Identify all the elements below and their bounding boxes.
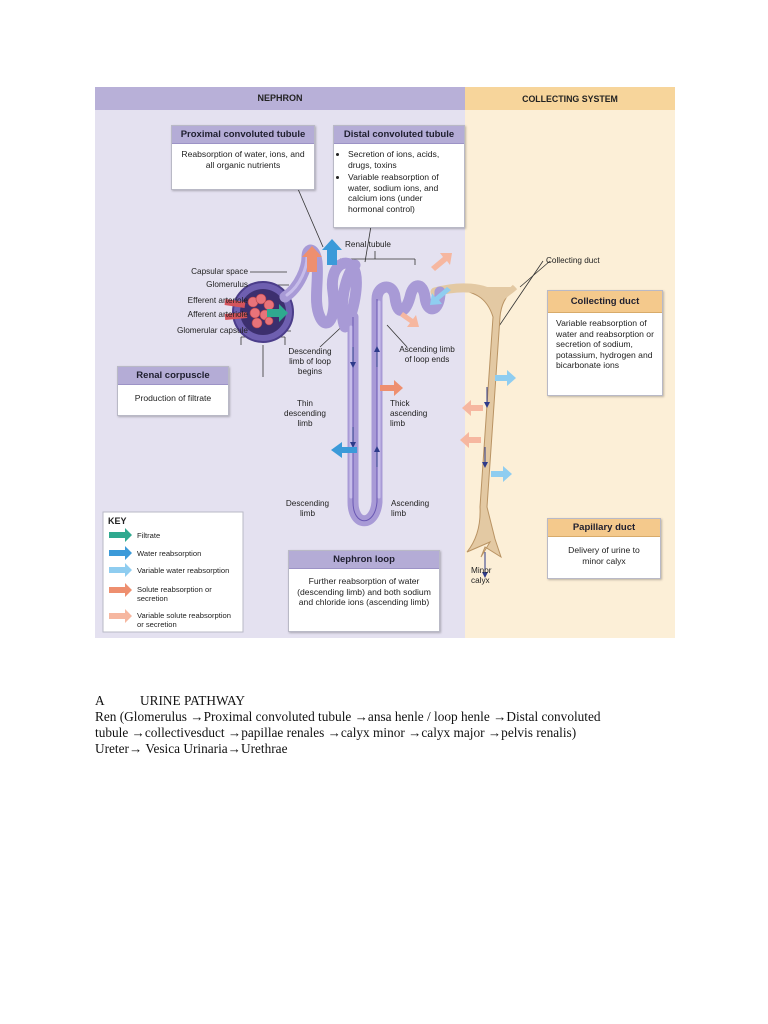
flow-arrows bbox=[350, 346, 380, 467]
caption-letter: A bbox=[95, 693, 105, 708]
descending-limb-begins-label: Descending limb of loop begins bbox=[288, 347, 332, 376]
ascending-limb-label: Ascending limb bbox=[391, 499, 430, 518]
solute-arrow-icon bbox=[380, 380, 403, 396]
renal-tubule-label: Renal tubule bbox=[345, 240, 391, 249]
collecting-header-bar bbox=[465, 87, 675, 110]
pct-body: Reabsorption of water, ions, and all org… bbox=[181, 149, 305, 170]
key-item-label: Variable water reabsorption bbox=[137, 566, 230, 575]
nephron-header: NEPHRON bbox=[257, 93, 303, 103]
efferent-arteriole-label: Efferent arteriole bbox=[187, 296, 248, 305]
renal-corpuscle-shape bbox=[224, 281, 294, 343]
variable-solute-arrow-icon bbox=[431, 253, 452, 271]
glomerular-capsule-label: Glomerular capsule bbox=[177, 326, 248, 335]
capsular-space-label: Capsular space bbox=[191, 267, 248, 276]
key-item-label: Water reabsorption bbox=[137, 549, 202, 558]
nephron-header-bar bbox=[95, 87, 465, 110]
variable-water-arrow-icon bbox=[430, 287, 451, 305]
key-item-label: Filtrate bbox=[137, 531, 161, 540]
afferent-arteriole-label: Afferent arteriole bbox=[187, 310, 248, 319]
variable-water-arrow-icon bbox=[495, 370, 516, 386]
key-icons bbox=[109, 528, 132, 623]
glomerulus-label: Glomerulus bbox=[206, 280, 248, 289]
collecting-duct-box: Collecting duct Variable reabsorption of… bbox=[547, 290, 663, 396]
nephron-loop-body: Further reabsorption of water (descendin… bbox=[297, 576, 431, 607]
dct-item: Variable reabsorption of water, sodium i… bbox=[348, 172, 458, 214]
solute-arrow-icon bbox=[302, 246, 322, 272]
caption-line: Ren (Glomerulus →Proximal convoluted tub… bbox=[95, 709, 601, 724]
ascending-limb-ends-label: Ascending limb of loop ends bbox=[399, 345, 455, 364]
water-arrow-icon bbox=[331, 442, 357, 458]
collecting-duct-body: Variable reabsorption of water and reabs… bbox=[556, 318, 654, 370]
urine-pathway-caption: A URINE PATHWAY Ren (Glomerulus →Proximal… bbox=[95, 693, 695, 757]
nephron-figure: NEPHRON COLLECTING SYSTEM Proximal convo… bbox=[95, 87, 675, 638]
papillary-duct-title: Papillary duct bbox=[548, 519, 660, 537]
thick-ascending-limb-label: Thick ascending limb bbox=[390, 399, 428, 428]
variable-water-arrow-icon bbox=[491, 466, 512, 482]
collecting-system-header: COLLECTING SYSTEM bbox=[522, 94, 618, 104]
nephron-loop-title: Nephron loop bbox=[289, 551, 439, 569]
dct-body: Secretion of ions, acids, drugs, toxins … bbox=[334, 144, 464, 221]
collecting-duct-title: Collecting duct bbox=[548, 291, 662, 313]
filtrate-arrow-icon bbox=[267, 304, 288, 322]
renal-corpuscle-title: Renal corpuscle bbox=[118, 367, 228, 385]
key-item-label: Variable solute reabsorption or secretio… bbox=[137, 611, 231, 629]
variable-solute-arrow-icon bbox=[400, 312, 419, 327]
water-arrow-icon bbox=[322, 239, 342, 265]
caption-heading-row: A URINE PATHWAY bbox=[95, 693, 695, 709]
pct-title: Proximal convoluted tubule bbox=[172, 126, 314, 144]
caption-line: Ureter→ Vesica Urinaria→Urethrae bbox=[95, 741, 288, 756]
papillary-duct-box: Papillary duct Delivery of urine to mino… bbox=[547, 518, 661, 579]
minor-calyx-label: Minor calyx bbox=[471, 566, 492, 585]
renal-corpuscle-box: Renal corpuscle Production of filtrate bbox=[117, 366, 229, 416]
key-title: KEY bbox=[108, 516, 127, 526]
tubule-highlight bbox=[285, 255, 381, 499]
solute-arrow-icon bbox=[460, 432, 481, 448]
key-item-label: Solute reabsorption or secretion bbox=[137, 585, 212, 603]
pct-box: Proximal convoluted tubule Reabsorption … bbox=[171, 125, 315, 190]
solute-arrow-icon bbox=[462, 400, 483, 416]
thin-descending-limb-label: Thin descending limb bbox=[284, 399, 326, 428]
collecting-duct-label: Collecting duct bbox=[546, 256, 600, 265]
descending-limb-label: Descending limb bbox=[285, 499, 330, 518]
dct-title: Distal convoluted tubule bbox=[334, 126, 464, 144]
tubule-outline bbox=[352, 299, 378, 522]
caption-heading: URINE PATHWAY bbox=[140, 693, 246, 708]
nephron-loop-box: Nephron loop Further reabsorption of wat… bbox=[288, 550, 440, 632]
renal-corpuscle-body: Production of filtrate bbox=[134, 393, 212, 403]
dct-box: Distal convoluted tubule Secretion of io… bbox=[333, 125, 465, 228]
dct-item: Secretion of ions, acids, drugs, toxins bbox=[348, 149, 458, 170]
caption-line: tubule →collectivesduct →papillae renale… bbox=[95, 725, 577, 740]
papillary-duct-body: Delivery of urine to minor calyx bbox=[568, 545, 640, 566]
